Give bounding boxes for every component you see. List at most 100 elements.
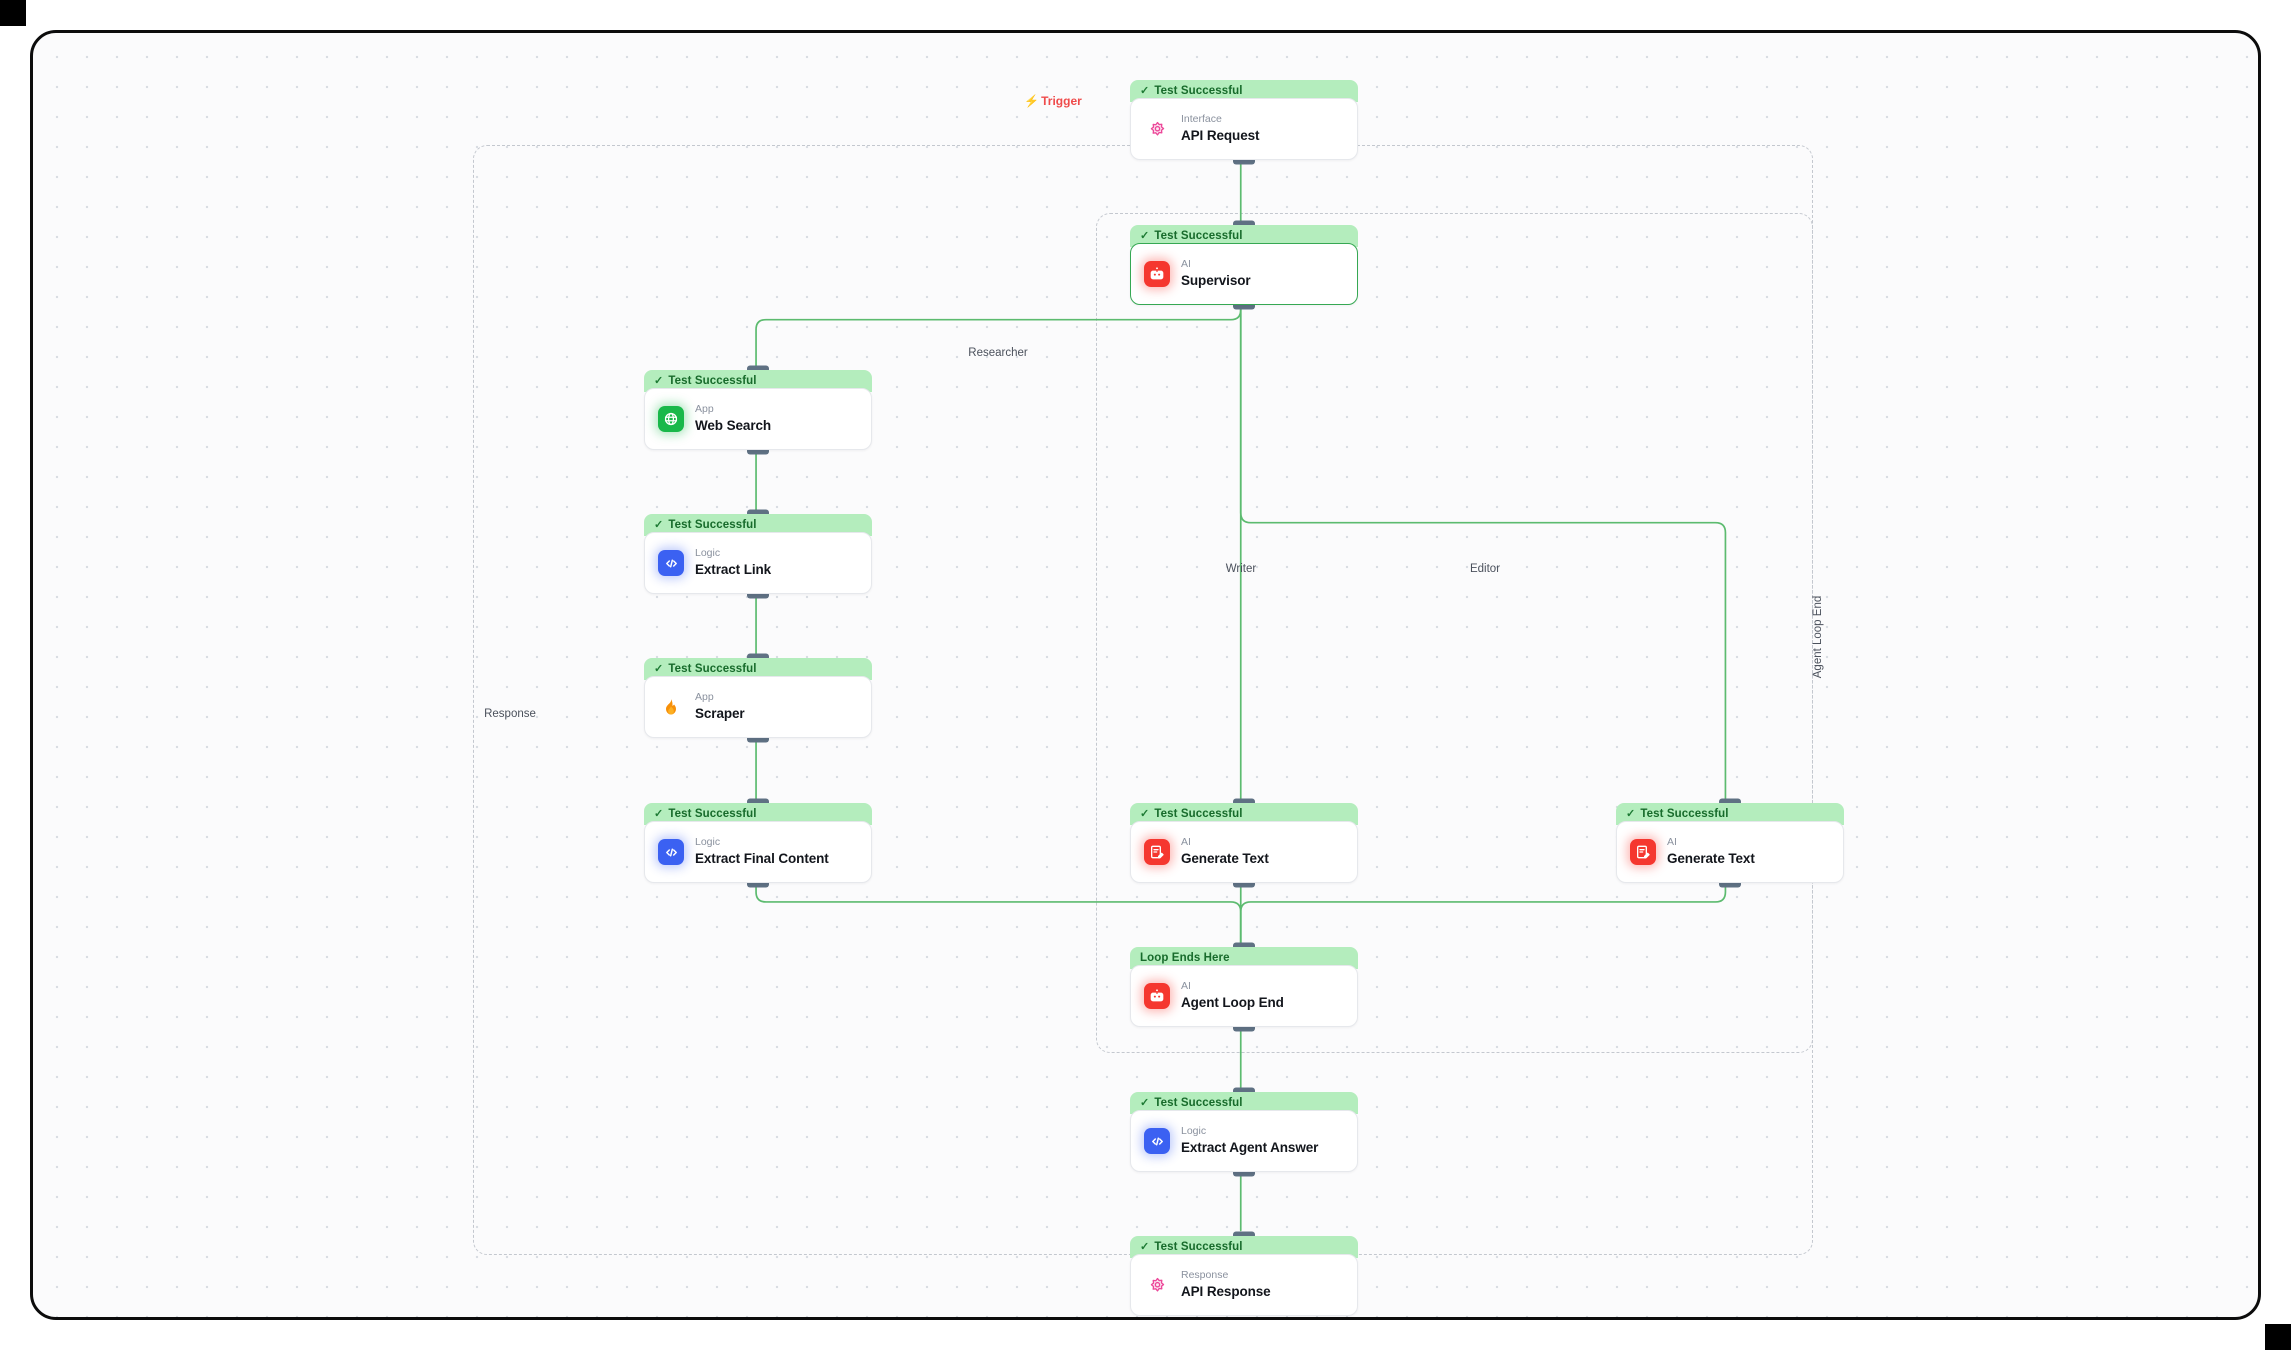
check-icon: ✓ <box>1140 231 1149 242</box>
node-kind-label: App <box>695 692 745 704</box>
node-status-label: Test Successful <box>1640 808 1728 820</box>
code-brackets-icon <box>658 550 684 576</box>
code-brackets-icon <box>1144 1128 1170 1154</box>
node-kind-label: AI <box>1667 837 1755 849</box>
trigger-badge[interactable]: ⚡ Trigger <box>1024 94 1082 108</box>
node-body[interactable]: LogicExtract Final Content <box>644 821 872 883</box>
node-api-request[interactable]: ✓ Test SuccessfulInterfaceAPI Request <box>1130 80 1358 160</box>
node-title: Scraper <box>695 706 745 722</box>
node-kind-label: Logic <box>1181 1126 1318 1138</box>
check-icon: ✓ <box>654 520 663 531</box>
node-agent-loop-end[interactable]: Loop Ends HereAI Agent Loop End <box>1130 947 1358 1027</box>
ai-robot-icon <box>1144 983 1170 1009</box>
ai-robot-icon <box>1144 261 1170 287</box>
node-body[interactable]: AppWeb Search <box>644 388 872 450</box>
node-body[interactable]: AI Supervisor <box>1130 243 1358 305</box>
interface-star-icon <box>1144 116 1170 142</box>
check-icon: ✓ <box>654 664 663 675</box>
edge-label-editor: Editor <box>1470 563 1500 575</box>
node-meta: AI Generate Text <box>1181 837 1269 866</box>
node-meta: AI Agent Loop End <box>1181 981 1284 1010</box>
node-status-label: Test Successful <box>668 375 756 387</box>
node-body[interactable]: AI Generate Text <box>1616 821 1844 883</box>
node-meta: LogicExtract Agent Answer <box>1181 1126 1318 1155</box>
node-kind-label: AI <box>1181 981 1284 993</box>
node-extract-final[interactable]: ✓ Test SuccessfulLogicExtract Final Conte… <box>644 803 872 883</box>
node-kind-label: Response <box>1181 1270 1271 1282</box>
check-icon: ✓ <box>1626 809 1635 820</box>
node-body[interactable]: InterfaceAPI Request <box>1130 98 1358 160</box>
node-kind-label: Logic <box>695 548 771 560</box>
node-supervisor[interactable]: ✓ Test SuccessfulAI Supervisor <box>1130 225 1358 305</box>
node-body[interactable]: ResponseAPI Response <box>1130 1254 1358 1316</box>
node-body[interactable]: LogicExtract Link <box>644 532 872 594</box>
node-meta: AI Supervisor <box>1181 259 1251 288</box>
check-icon: ✓ <box>1140 1242 1149 1253</box>
node-status-label: Test Successful <box>1154 1241 1242 1253</box>
node-meta: LogicExtract Final Content <box>695 837 829 866</box>
node-body[interactable]: LogicExtract Agent Answer <box>1130 1110 1358 1172</box>
check-icon: ✓ <box>1140 809 1149 820</box>
trigger-label: Trigger <box>1041 94 1082 108</box>
node-status-label: Test Successful <box>668 663 756 675</box>
node-kind-label: AI <box>1181 259 1251 271</box>
node-extract-link[interactable]: ✓ Test SuccessfulLogicExtract Link <box>644 514 872 594</box>
node-kind-label: Logic <box>695 837 829 849</box>
edge-label-response: Response <box>484 708 536 720</box>
check-icon: ✓ <box>654 809 663 820</box>
node-status-label: Test Successful <box>668 519 756 531</box>
node-status-label: Test Successful <box>1154 85 1242 97</box>
node-status-label: Test Successful <box>1154 808 1242 820</box>
node-title: Web Search <box>695 418 771 434</box>
node-meta: InterfaceAPI Request <box>1181 114 1259 143</box>
node-title: Supervisor <box>1181 273 1251 289</box>
code-brackets-icon <box>658 839 684 865</box>
check-icon: ✓ <box>1140 86 1149 97</box>
node-generate-editor[interactable]: ✓ Test SuccessfulAI Generate Text <box>1616 803 1844 883</box>
node-title: API Response <box>1181 1284 1271 1300</box>
node-web-search[interactable]: ✓ Test SuccessfulAppWeb Search <box>644 370 872 450</box>
ai-generate-text-icon <box>1144 839 1170 865</box>
node-body[interactable]: AI Agent Loop End <box>1130 965 1358 1027</box>
node-body[interactable]: AI Generate Text <box>1130 821 1358 883</box>
node-meta: LogicExtract Link <box>695 548 771 577</box>
lightning-bolt-icon: ⚡ <box>1024 95 1039 107</box>
node-title: Agent Loop End <box>1181 995 1284 1011</box>
crop-marker-top-left <box>0 0 26 26</box>
node-status-label: Test Successful <box>1154 230 1242 242</box>
node-title: Generate Text <box>1181 851 1269 867</box>
node-status-label: Test Successful <box>1154 1097 1242 1109</box>
node-kind-label: AI <box>1181 837 1269 849</box>
edge-label-writer: Writer <box>1226 563 1256 575</box>
node-scraper[interactable]: ✓ Test SuccessfulAppScraper <box>644 658 872 738</box>
node-meta: AI Generate Text <box>1667 837 1755 866</box>
node-title: Generate Text <box>1667 851 1755 867</box>
node-kind-label: Interface <box>1181 114 1259 126</box>
node-generate-writer[interactable]: ✓ Test SuccessfulAI Generate Text <box>1130 803 1358 883</box>
node-api-response[interactable]: ✓ Test SuccessfulResponseAPI Response <box>1130 1236 1358 1316</box>
check-icon: ✓ <box>654 376 663 387</box>
node-kind-label: App <box>695 404 771 416</box>
edge-label-researcher: Researcher <box>968 347 1027 359</box>
check-icon: ✓ <box>1140 1098 1149 1109</box>
node-status-label: Test Successful <box>668 808 756 820</box>
node-title: Extract Link <box>695 562 771 578</box>
node-body[interactable]: AppScraper <box>644 676 872 738</box>
crop-marker-bottom-right <box>2265 1324 2291 1350</box>
node-meta: AppWeb Search <box>695 404 771 433</box>
node-title: Extract Final Content <box>695 851 829 867</box>
edge-label-agent-loop-end: Agent Loop End <box>1812 596 1824 679</box>
workflow-canvas[interactable]: ✓Test SuccessfulInterfaceAPI Request✓Tes… <box>30 30 2261 1320</box>
agent-loop-frame <box>1096 213 1813 1053</box>
node-title: Extract Agent Answer <box>1181 1140 1318 1156</box>
node-extract-answer[interactable]: ✓ Test SuccessfulLogicExtract Agent Answe… <box>1130 1092 1358 1172</box>
node-title: API Request <box>1181 128 1259 144</box>
globe-icon <box>658 406 684 432</box>
flame-icon <box>658 694 684 720</box>
node-status-label: Loop Ends Here <box>1140 952 1230 964</box>
node-meta: AppScraper <box>695 692 745 721</box>
ai-generate-text-icon <box>1630 839 1656 865</box>
interface-star-icon <box>1144 1272 1170 1298</box>
node-meta: ResponseAPI Response <box>1181 1270 1271 1299</box>
